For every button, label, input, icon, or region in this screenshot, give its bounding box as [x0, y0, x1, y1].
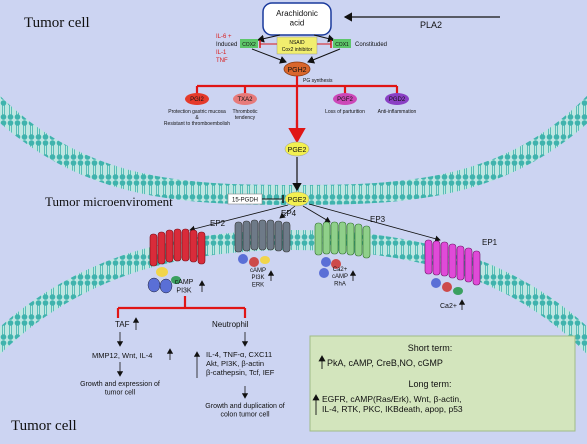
taf-label: TAF [115, 320, 130, 329]
constituted-label: Constituded [355, 42, 387, 48]
arrow-to-cox2 [257, 34, 281, 43]
downstream-branch [116, 296, 247, 318]
arrow-pge2-ep4 [279, 205, 296, 219]
svg-text:PGI2: PGI2 [190, 97, 204, 103]
ep4-receptor [234, 219, 291, 267]
prostanoid-pgd2: PGD2 Anti-inflammation [378, 93, 417, 115]
arachidonic-acid-box [262, 2, 332, 36]
long-term-items: EGFR, cAMP(Ras/Erk), Wnt, β-actin,IL-4, … [322, 394, 463, 414]
svg-text:Loss of parturition: Loss of parturition [325, 109, 365, 115]
cox1-label: COX1 [335, 42, 349, 48]
svg-text:Protection gastric mucosa&Resi: Protection gastric mucosa&Resistant to t… [164, 109, 230, 127]
cox2-box [240, 39, 258, 48]
ep3-receptor [314, 221, 371, 278]
il1-label: IL-1 [216, 50, 227, 56]
pge2-micro-label: PGE2 [288, 197, 307, 204]
bottom-cell-title: Tumor cell [11, 418, 77, 434]
svg-text:PGD2: PGD2 [389, 97, 406, 103]
ep2-receptor [147, 228, 206, 294]
nsaid-box [276, 36, 318, 55]
bottom-cell-membrane [0, 229, 587, 355]
ep1-receptor [424, 239, 481, 295]
pge2-micro-node [284, 191, 310, 207]
top-cell-title: Tumor cell [24, 15, 90, 31]
arrow-pge2-ep3 [302, 205, 331, 223]
long-term-title: Long term: [408, 379, 451, 389]
cox2-label: COX2 [242, 42, 256, 48]
pla2-label: PLA2 [420, 20, 442, 30]
taf-targets: MMP12, Wnt, IL-4 [92, 351, 152, 360]
short-term-items: PkA, cAMP, CreB,NO, cGMP [327, 358, 443, 368]
svg-text:PGF2: PGF2 [337, 97, 353, 103]
arrow-pge2-ep1 [308, 203, 441, 242]
svg-text:Anti-inflammation: Anti-inflammation [378, 109, 417, 115]
ep1-signal: Ca2+ [440, 303, 457, 310]
pgdh-label: 15-PGDH [232, 198, 258, 204]
arrow-to-cox1 [313, 34, 335, 43]
pgh2-label: PGH2 [287, 67, 306, 74]
pg-synthesis-label: PG synthesis [303, 78, 333, 84]
il6-label: IL-6 + [216, 34, 232, 40]
short-term-title: Short term: [408, 343, 453, 353]
effects-box [309, 335, 576, 432]
ep2-label: EP2 [210, 219, 226, 228]
micro-title: Tumor microenviroment [45, 194, 173, 209]
ep1-label: EP1 [482, 238, 498, 247]
cox2-inhibitor-label: Cox2 inhibitor [282, 47, 313, 53]
induced-label: Induced [216, 42, 237, 48]
tnf-label: TNF [216, 58, 228, 64]
arrow-pge2-ep2 [189, 204, 289, 232]
nsaid-label: NSAID [289, 40, 305, 46]
prostanoid-pgf2: PGF2 Loss of parturition [325, 93, 365, 115]
pge2-top-node [284, 141, 310, 157]
ep3-label: EP3 [370, 215, 386, 224]
arrow-cox1-pgh2 [307, 48, 341, 64]
svg-text:TXA2: TXA2 [237, 97, 253, 103]
cox1-box [333, 39, 351, 48]
arrow-cox2-pgh2 [251, 48, 287, 64]
pge2-top-label: PGE2 [288, 147, 307, 154]
neutrophil-label: Neutrophil [212, 320, 249, 329]
prostanoid-pgi2: PGI2 Protection gastric mucosa&Resistant… [164, 93, 230, 127]
ep4-label: EP4 [281, 209, 297, 218]
